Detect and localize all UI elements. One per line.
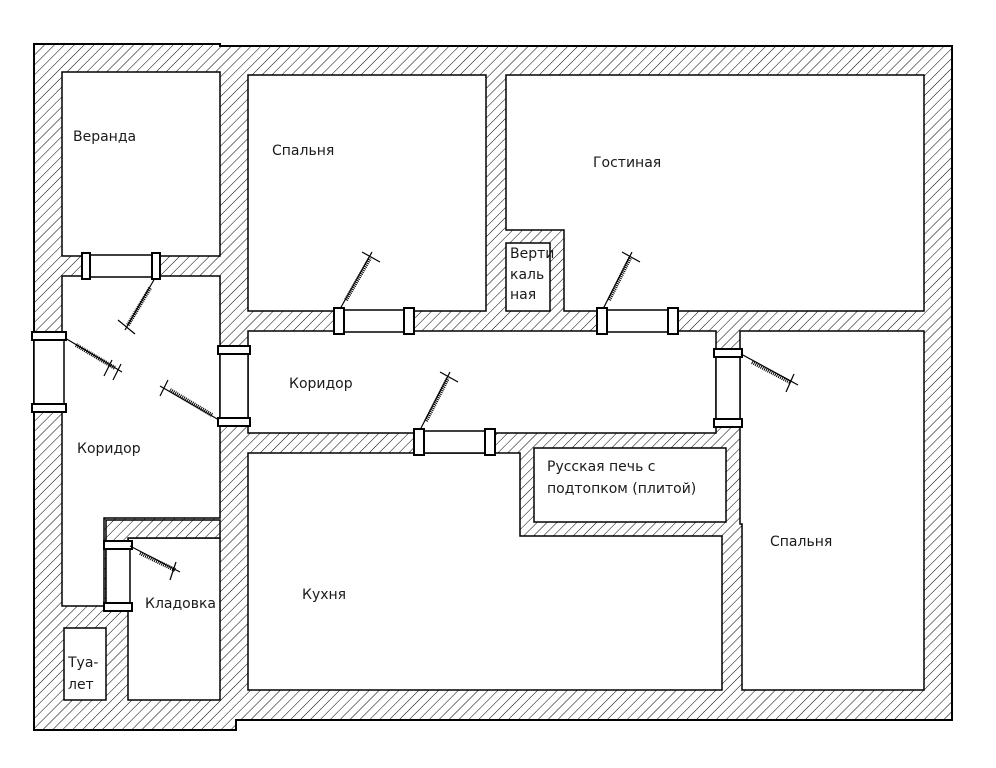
label-vertical-flue-3: ная: [510, 287, 536, 303]
room-toilet: [63, 627, 107, 701]
doors: [31, 251, 799, 612]
label-pantry: Кладовка: [145, 596, 216, 612]
room-living-room: [505, 74, 925, 312]
room-labels: Веранда Спальня Гостиная Верти каль ная …: [67, 129, 832, 693]
door-kitchen[interactable]: [413, 371, 496, 456]
label-kitchen: Кухня: [302, 587, 346, 603]
door-corridor-link[interactable]: [159, 345, 251, 427]
door-veranda[interactable]: [81, 252, 161, 335]
room-vertical-flue: [505, 242, 551, 312]
room-kitchen: [247, 452, 723, 691]
door-bedroom-1[interactable]: [333, 251, 415, 335]
door-entrance[interactable]: [31, 331, 123, 413]
door-pantry[interactable]: [103, 540, 181, 612]
room-bedroom-1: [247, 74, 487, 312]
label-vertical-flue-2: каль: [510, 267, 544, 283]
label-bedroom-2: Спальня: [770, 534, 832, 550]
door-bedroom-2[interactable]: [713, 348, 799, 428]
label-corridor-main: Коридор: [289, 376, 353, 392]
room-pantry: [127, 537, 221, 701]
label-stove-1: Русская печь с: [547, 459, 655, 475]
label-toilet-1: Туа-: [67, 655, 98, 671]
label-stove-2: подтопком (плитой): [547, 481, 696, 497]
label-corridor-side: Коридор: [77, 441, 141, 457]
label-bedroom-1: Спальня: [272, 143, 334, 159]
room-stove: [533, 447, 727, 523]
label-veranda: Веранда: [73, 129, 136, 145]
room-bedroom-2: [739, 330, 925, 691]
door-living-room[interactable]: [596, 251, 679, 335]
room-veranda: [61, 71, 221, 257]
label-vertical-flue-1: Верти: [510, 246, 554, 262]
label-living-room: Гостиная: [593, 155, 661, 171]
label-toilet-2: лет: [68, 677, 94, 693]
